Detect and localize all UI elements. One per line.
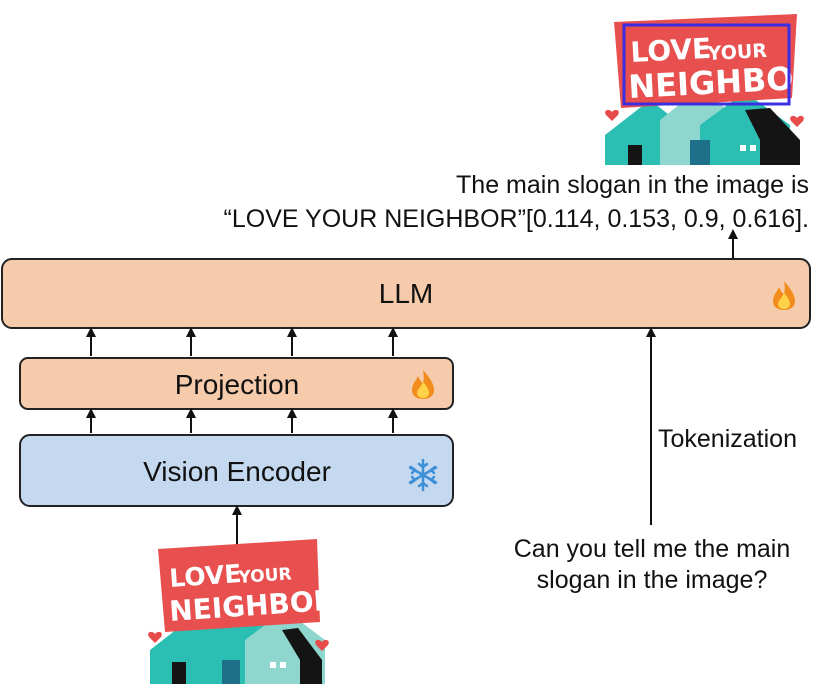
llm-label: LLM (379, 278, 433, 309)
output-text-line2: “LOVE YOUR NEIGHBOR”[0.114, 0.153, 0.9, … (224, 205, 809, 233)
snowflake-icon (408, 458, 438, 492)
projection-block (19, 357, 454, 410)
tokenization-label: Tokenization (658, 425, 797, 453)
output-image: LOVE YOUR NEIGHBOR (605, 14, 814, 165)
output-bounding-box (622, 23, 791, 106)
output-houses (605, 88, 800, 165)
output-sign-love: LOVE (630, 32, 712, 69)
fire-icon (412, 370, 434, 399)
output-sign-panel (614, 14, 797, 108)
question-line2: slogan in the image? (537, 566, 768, 594)
input-sign-love: LOVE (168, 559, 242, 593)
projection-label: Projection (175, 369, 300, 400)
question-line1: Can you tell me the main (514, 535, 791, 563)
llm-block (1, 258, 811, 329)
output-text-line1: The main slogan in the image is (456, 171, 809, 199)
input-image: LOVE YOUR NEIGHBOR (148, 539, 336, 684)
input-heart-icons (148, 631, 329, 651)
output-heart-icons (605, 109, 804, 127)
input-sign-your: YOUR (237, 564, 292, 588)
input-sign-panel (158, 539, 320, 632)
fire-icon (773, 281, 795, 310)
vision-encoder-label: Vision Encoder (143, 456, 331, 487)
output-sign-your: YOUR (706, 40, 768, 65)
